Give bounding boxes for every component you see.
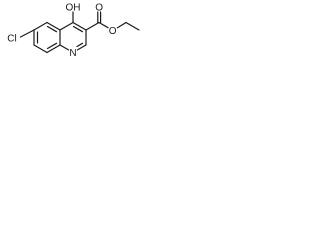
bond-c4a-c5-inner: [46, 25, 58, 33]
bond-c7-c8: [33, 44, 48, 54]
bond-carbonyl-c-ester-o: [98, 21, 109, 29]
bond-c6-cl: [19, 29, 35, 38]
pyridine-ring: [59, 21, 87, 51]
bond-c4-c3-inner: [72, 25, 84, 33]
bond-c4a-c4: [59, 21, 74, 31]
bond-c4a-c5: [46, 21, 61, 31]
atom-labels: OH Cl N O O: [7, 3, 117, 60]
bond-c5-c6: [33, 21, 48, 31]
bond-ch2-ch3: [125, 21, 140, 31]
ring-nitrogen-label: N: [69, 48, 76, 59]
bond-c3-carbonyl-c: [85, 21, 100, 31]
bond-n1-c8a: [59, 44, 70, 51]
bond-ester-o-ch2: [116, 21, 127, 29]
ester-oxygen-label: O: [109, 26, 117, 37]
bond-c8-c8a-inner: [46, 42, 58, 50]
hydroxyl-label: OH: [66, 3, 81, 14]
benzo-ring: [33, 21, 61, 54]
substituent-bonds: [19, 11, 140, 38]
chemical-structure-diagram: OH Cl N O O: [7, 3, 140, 60]
bond-c2-n1-inner: [76, 42, 84, 48]
bond-c2-n1: [76, 44, 87, 51]
carbonyl-oxygen-label: O: [95, 3, 103, 14]
bond-c8-c8a: [46, 44, 61, 54]
bond-c4-c3: [72, 21, 87, 31]
chlorine-label: Cl: [7, 34, 16, 45]
